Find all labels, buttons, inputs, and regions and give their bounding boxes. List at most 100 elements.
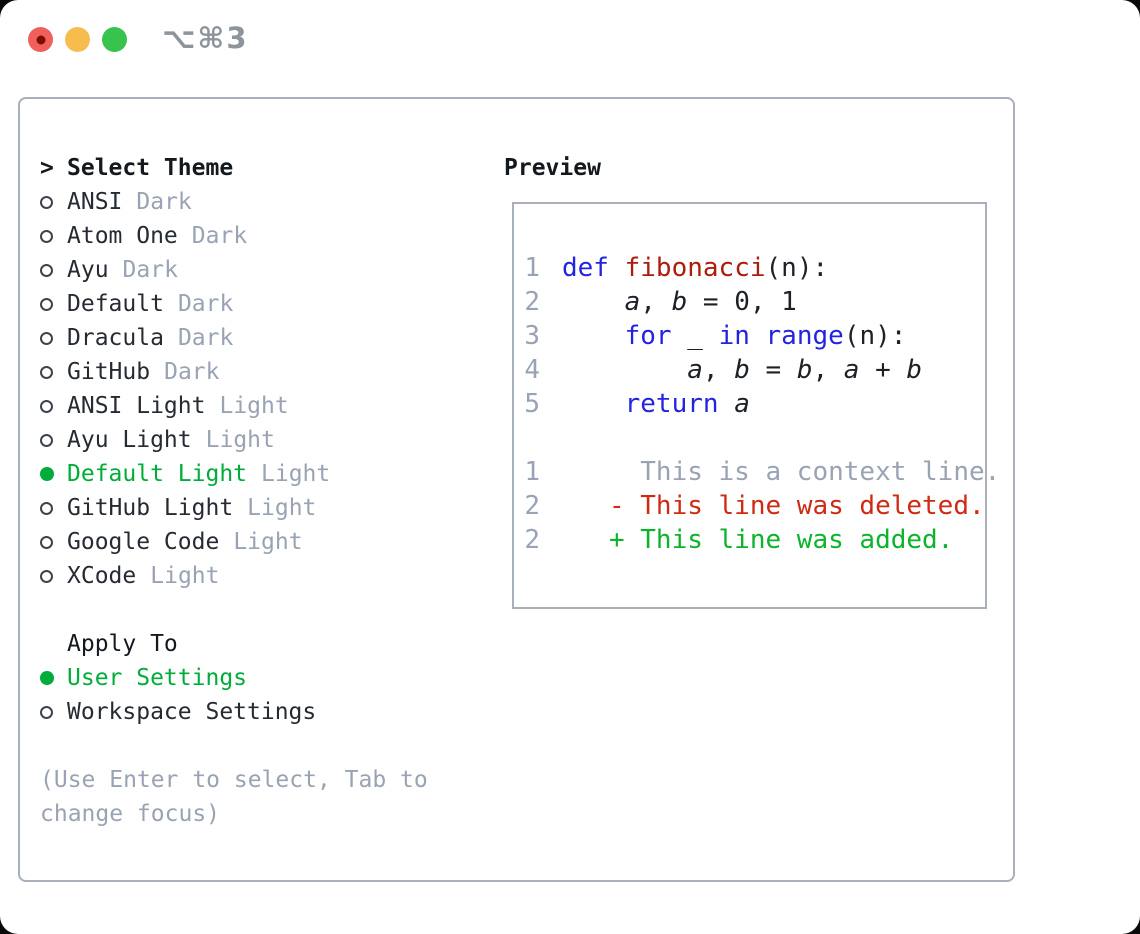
line-content: + This line was added.: [562, 525, 953, 555]
radio-circle: [40, 195, 53, 209]
radio-circle: [40, 501, 53, 515]
code-line: 3 for _ in range(n):: [514, 319, 985, 353]
code-token: _: [671, 321, 719, 351]
theme-variant-label: Light: [219, 393, 289, 419]
theme-variant-label: Light: [205, 427, 275, 453]
line-number: 4: [524, 355, 540, 385]
radio-icon: [40, 569, 67, 583]
theme-option-label: Default: [67, 291, 164, 317]
theme-option[interactable]: ANSI Light Light: [40, 389, 500, 423]
line-number: 2: [524, 525, 540, 555]
spacer: [40, 593, 500, 627]
traffic-light-dot: [36, 35, 45, 44]
theme-variant-label: Light: [150, 563, 220, 589]
code-token: = 0, 1: [687, 287, 797, 317]
code-line: 5 return a: [514, 387, 985, 421]
traffic-lights: [28, 27, 127, 52]
radio-circle: [40, 535, 53, 549]
radio-circle: [40, 569, 53, 583]
code-token: b: [671, 287, 688, 317]
theme-option[interactable]: GitHub Dark: [40, 355, 500, 389]
theme-option[interactable]: Ayu Light Light: [40, 423, 500, 457]
line-number: 2: [524, 491, 540, 521]
preview-title: Preview: [504, 151, 601, 185]
radio-icon: [40, 365, 67, 379]
code-token: def: [562, 253, 609, 283]
line-content: a, b = 0, 1: [562, 287, 797, 317]
code-token: [562, 355, 687, 385]
apply-to-title: Apply To: [40, 627, 500, 661]
radio-circle: [40, 399, 53, 413]
code-token: b: [796, 355, 813, 385]
radio-icon: [40, 297, 67, 311]
theme-option-label: Google Code: [67, 529, 220, 555]
line-number: 1: [524, 457, 540, 487]
diff-text: - This line was deleted.: [562, 491, 985, 521]
radio-icon: [40, 195, 67, 209]
theme-option-label: GitHub Light: [67, 495, 234, 521]
diff-text: This is a context line.: [562, 457, 1001, 487]
preview-title-label: Preview: [504, 155, 601, 181]
theme-option-label: GitHub: [67, 359, 151, 385]
code-token: +: [859, 355, 907, 385]
line-number: 5: [524, 389, 540, 419]
radio-circle-filled: [40, 467, 54, 481]
line-content: a, b = b, a + b: [562, 355, 922, 385]
apply-to-title-label: Apply To: [67, 631, 178, 657]
theme-variant-label: Dark: [164, 359, 220, 385]
radio-circle: [40, 365, 53, 379]
apply-to-option-label: Workspace Settings: [67, 699, 317, 725]
traffic-light-close[interactable]: [28, 27, 53, 52]
radio-icon: [40, 705, 67, 719]
code-token: a: [624, 287, 641, 317]
theme-variant-label: Light: [247, 495, 317, 521]
code-token: fibonacci: [624, 253, 766, 283]
theme-variant-label: Dark: [122, 257, 178, 283]
theme-option[interactable]: GitHub Light Light: [40, 491, 500, 525]
theme-option-label: ANSI Light: [67, 393, 206, 419]
radio-circle: [40, 433, 53, 447]
code-token: b: [734, 355, 750, 385]
keyboard-shortcut-label: ⌥⌘3: [162, 21, 249, 55]
code-token: (n):: [765, 253, 829, 283]
traffic-light-zoom[interactable]: [102, 27, 127, 52]
theme-option-label: Atom One: [67, 223, 178, 249]
spacer: [514, 421, 985, 455]
radio-icon: [40, 399, 67, 413]
radio-selected-icon: [40, 671, 67, 685]
theme-variant-label: Dark: [177, 291, 234, 317]
apply-to-option-label: User Settings: [67, 665, 248, 691]
code-token: ,: [702, 355, 735, 385]
radio-icon: [40, 263, 67, 277]
radio-selected-icon: [40, 467, 67, 481]
apply-to-option[interactable]: User Settings: [40, 661, 500, 695]
theme-variant-label: Dark: [136, 189, 192, 215]
theme-variant-label: Dark: [177, 325, 234, 351]
hint-text: change focus): [40, 797, 500, 831]
code-token: [719, 389, 735, 419]
code-line: 4 a, b = b, a + b: [514, 353, 985, 387]
apply-to-option[interactable]: Workspace Settings: [40, 695, 500, 729]
radio-circle: [40, 229, 53, 243]
radio-circle-filled: [40, 671, 54, 685]
code-token: in: [718, 321, 750, 351]
code-token: [750, 321, 766, 351]
line-content: def fibonacci(n):: [562, 253, 828, 283]
code-token: ,: [640, 287, 672, 317]
theme-option-label: Ayu Light: [67, 427, 192, 453]
hint-text-line: (Use Enter to select, Tab to: [40, 767, 428, 793]
traffic-light-minimize[interactable]: [65, 27, 90, 52]
theme-option[interactable]: Default Dark: [40, 287, 500, 321]
code-token: a: [687, 355, 703, 385]
line-content: return a: [562, 389, 750, 419]
code-token: b: [906, 355, 923, 385]
